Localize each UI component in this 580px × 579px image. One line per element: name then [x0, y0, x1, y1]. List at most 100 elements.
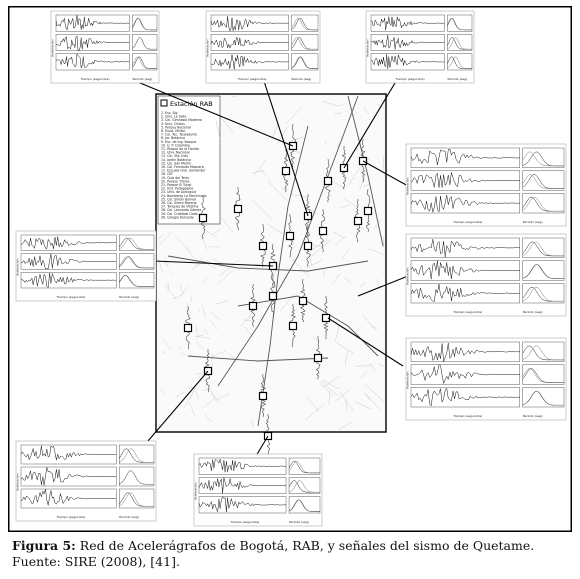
legend-item: 11. Parque de la Florida — [161, 147, 199, 151]
time-axis-label: Tiempo (segundos) — [452, 310, 482, 314]
acceleration-trace — [198, 495, 287, 513]
map-street — [359, 282, 366, 288]
map-street — [338, 421, 353, 431]
map-street — [232, 95, 238, 97]
acceleration-trace — [20, 445, 117, 461]
legend-item: 10. U. P. Colombia — [161, 143, 190, 147]
map-street — [218, 214, 233, 232]
map-street — [209, 310, 221, 320]
map-street — [281, 187, 287, 191]
spectrum-axes — [522, 170, 565, 191]
caption-label: Figura 5: — [12, 538, 76, 553]
spectrum-curve — [447, 56, 472, 69]
legend-item: 9. Esc. de Ing. Bosque — [161, 140, 196, 144]
map-street — [206, 418, 213, 422]
legend-item: 27. Tanques de Vitelma — [161, 205, 198, 209]
map-street — [188, 401, 196, 417]
acceleration-trace — [55, 35, 130, 51]
map-street — [333, 231, 346, 239]
map-street — [362, 314, 376, 330]
map-street — [369, 363, 376, 372]
spectrum-axes — [118, 253, 155, 270]
spectrum-axes — [522, 237, 565, 258]
map-street — [321, 379, 340, 390]
signal-panel: Tiempo (segundos)Periodo (seg)Aceleració… — [51, 10, 160, 84]
spectrum-axes — [291, 14, 319, 32]
legend-item: 18. CEF — [161, 172, 173, 176]
station-marker — [303, 241, 313, 251]
map-street — [216, 300, 228, 305]
spectrum-axes — [447, 53, 473, 71]
map-street — [195, 335, 204, 337]
legend-item: 20. Parque Timiza — [161, 179, 189, 183]
map-street — [164, 284, 169, 288]
signal-panel: Tiempo (segundos) Periodo (seg) Aceleració… — [406, 233, 567, 317]
spectrum-curve — [522, 196, 564, 212]
legend-item: 30. Colegio Kennedy — [161, 215, 194, 219]
map-street — [204, 413, 207, 418]
map-street — [201, 303, 206, 318]
spectrum-axes — [118, 234, 155, 251]
spectrum-axes — [288, 457, 321, 475]
map-street — [305, 403, 325, 421]
map-street — [345, 399, 347, 412]
map-street — [332, 273, 340, 285]
acceleration-trace — [210, 36, 289, 49]
signal-panel: Tiempo (segundos)Periodo (seg)Aceleració… — [406, 337, 567, 421]
map-street — [341, 248, 350, 260]
map-street — [336, 342, 355, 355]
spectrum-curve — [119, 256, 154, 269]
connector-line — [357, 275, 409, 297]
map-street — [363, 107, 370, 115]
map-street — [368, 248, 384, 255]
station-marker — [258, 241, 268, 251]
spectrum-curve — [291, 17, 318, 31]
map-street — [344, 351, 348, 366]
spectrum-axes — [118, 444, 155, 465]
map-lines — [167, 95, 384, 427]
spectrum-axes — [132, 34, 158, 51]
map-street — [377, 363, 385, 367]
map-street — [356, 365, 372, 367]
map-street — [167, 282, 169, 291]
period-axis-label: Periodo (seg) — [523, 310, 543, 314]
map-main-road — [187, 355, 329, 362]
map-street — [180, 284, 184, 296]
legend-item: 16. Col. Fernando Mazuera — [161, 165, 204, 169]
legend-item: 1. Esc. Sig — [161, 111, 177, 115]
connector-line — [262, 77, 309, 217]
acceleration-axis-label: Aceleración — [16, 473, 20, 491]
legend-item: 29. Col. Cristóbal Colón — [161, 212, 198, 216]
connector-line — [147, 370, 209, 442]
acceleration-axis-label: Aceleración — [406, 267, 410, 285]
station-marker — [248, 301, 258, 311]
acceleration-trace — [410, 387, 520, 407]
map-street — [194, 388, 199, 400]
map-street — [217, 270, 234, 285]
station-marker — [183, 323, 193, 333]
acceleration-trace — [410, 260, 520, 280]
spectrum-curve — [447, 17, 472, 31]
map-main-road — [217, 95, 359, 387]
spectrum-curve — [119, 470, 154, 485]
map-street — [172, 294, 182, 300]
map-street — [165, 257, 168, 267]
legend-item: 19. Club del Tenis — [161, 176, 189, 180]
map-street — [364, 393, 381, 410]
acceleration-trace — [20, 489, 117, 506]
map-street — [311, 259, 323, 266]
map-street — [198, 308, 201, 313]
legend-item: 3. Col. Gimnasio Moderno — [161, 118, 202, 122]
acceleration-axes — [370, 34, 445, 51]
legend-item: 8. Jar. Botánico — [161, 136, 185, 140]
acceleration-trace — [55, 15, 130, 30]
acceleration-trace — [410, 364, 520, 385]
map-street — [376, 278, 381, 291]
map-street — [285, 106, 302, 124]
legend-item: 25. Col. Simón Bolívar — [161, 197, 197, 201]
spectrum-curve — [119, 492, 154, 507]
spectrum-curve — [132, 37, 157, 50]
spectrum-curve — [522, 151, 564, 167]
spectrum-axes — [118, 466, 155, 487]
map-street — [359, 174, 365, 191]
